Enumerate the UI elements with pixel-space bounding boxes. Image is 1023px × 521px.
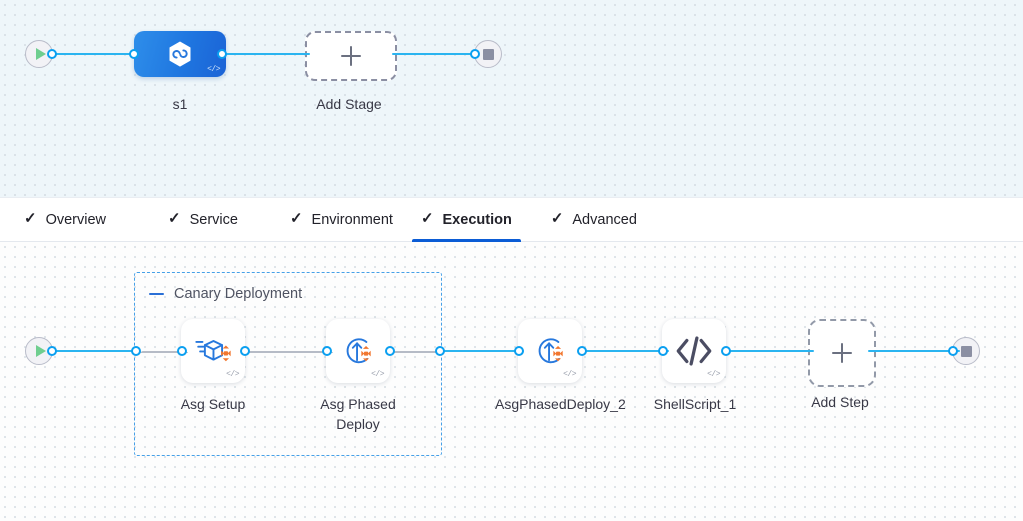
minus-icon[interactable] (149, 292, 164, 296)
connector-dot-asgphased2-out[interactable] (577, 346, 587, 356)
stage-config-tabs[interactable]: ✓ Overview ✓ Service ✓ Environment ✓ Exe… (0, 198, 1023, 242)
connector-dot-group-in[interactable] (131, 346, 141, 356)
edge-asgsetup-to-asgphased (245, 351, 333, 353)
connector-dot-asgphased2-in[interactable] (514, 346, 524, 356)
play-icon (35, 345, 46, 357)
add-stage-label: Add Stage (316, 96, 382, 112)
tab-overview[interactable]: ✓ Overview (24, 198, 106, 242)
connector-dot-asgsetup-out[interactable] (240, 346, 250, 356)
edge-addstage-to-end (392, 52, 478, 56)
edge-group-to-asgphased2 (440, 350, 524, 353)
step-label-shellscript-1: ShellScript_1 (653, 396, 737, 412)
edge-group-in-to-asgsetup (140, 351, 188, 353)
tab-label: Overview (45, 211, 107, 228)
add-stage-button[interactable] (305, 31, 397, 81)
check-icon: ✓ (289, 210, 303, 227)
add-step-button[interactable] (808, 319, 876, 387)
tab-label: Execution (442, 211, 512, 228)
connector-dot-exec-start-out[interactable] (47, 346, 57, 356)
code-badge-icon: </> (226, 370, 239, 379)
step-node-shellscript-1[interactable]: </> (662, 319, 726, 383)
code-badge-icon: </> (207, 65, 220, 74)
group-header[interactable]: Canary Deployment (149, 286, 302, 302)
edge-shellscript-to-addstep (726, 350, 814, 353)
deployment-hexagon-icon (169, 41, 191, 67)
step-label-asg-setup: Asg Setup (180, 396, 246, 412)
connector-dot-asgphased-in[interactable] (322, 346, 332, 356)
add-step-label: Add Step (811, 394, 869, 410)
code-badge-icon: </> (707, 370, 720, 379)
stop-icon (482, 48, 494, 60)
stage-node-label: s1 (172, 96, 188, 112)
step-node-asg-setup[interactable]: </> (181, 319, 245, 383)
connector-dot-shellscript-in[interactable] (658, 346, 668, 356)
connector-dot-asgsetup-in[interactable] (177, 346, 187, 356)
edge-start-to-group (50, 350, 140, 353)
connector-dot-group-out[interactable] (435, 346, 445, 356)
step-node-asg-phased-deploy[interactable]: </> (326, 319, 390, 383)
pipeline-stage-canvas[interactable]: </> s1 Add Stage (0, 0, 1023, 198)
code-badge-icon: </> (563, 370, 576, 379)
check-icon: ✓ (168, 210, 181, 227)
step-label-asgphaseddeploy-2: AsgPhasedDeploy_2 (495, 396, 626, 412)
step-node-asgphaseddeploy-2[interactable]: </> (518, 319, 582, 383)
step-label-asg-phased-deploy: Asg Phased Deploy (320, 396, 396, 432)
check-icon: ✓ (24, 210, 37, 227)
plus-icon (341, 46, 361, 66)
connector-dot-exec-end-in[interactable] (948, 346, 958, 356)
stop-icon (960, 345, 972, 357)
connector-dot-stage-out[interactable] (217, 49, 227, 59)
tab-label: Service (189, 211, 238, 228)
asg-setup-icon (195, 340, 231, 362)
connector-dot-shellscript-out[interactable] (721, 346, 731, 356)
step-group-canary-deployment[interactable]: Canary Deployment (134, 272, 442, 456)
tab-advanced[interactable]: ✓ Advanced (551, 198, 637, 242)
tab-execution[interactable]: ✓ Execution (411, 198, 521, 242)
connector-dot-asgphased-out[interactable] (385, 346, 395, 356)
code-badge-icon: </> (371, 370, 384, 379)
check-icon: ✓ (550, 210, 564, 227)
edge-asgphased2-to-shellscript (581, 350, 669, 353)
plus-icon (832, 343, 852, 363)
stage-node-s1[interactable]: </> (134, 31, 226, 77)
shell-script-icon (676, 336, 712, 366)
edge-addstep-to-end (868, 350, 960, 353)
tab-label: Advanced (572, 211, 637, 228)
edge-stage-to-addstage (222, 52, 310, 56)
check-icon: ✓ (420, 210, 434, 227)
connector-dot-start-out[interactable] (47, 49, 57, 59)
tab-service[interactable]: ✓ Service (168, 198, 238, 242)
connector-dot-stage-in[interactable] (129, 49, 139, 59)
tab-environment[interactable]: ✓ Environment (290, 198, 393, 242)
asg-deploy-icon (538, 338, 563, 364)
tab-label: Environment (311, 211, 393, 228)
execution-steps-canvas[interactable]: Canary Deployment (0, 242, 1023, 521)
play-icon (35, 48, 46, 60)
edge-start-to-stage (50, 52, 138, 56)
edge-asgphased-to-group-out (390, 351, 440, 353)
connector-dot-end-in[interactable] (470, 49, 480, 59)
asg-deploy-icon (346, 338, 371, 364)
group-title: Canary Deployment (174, 286, 303, 302)
